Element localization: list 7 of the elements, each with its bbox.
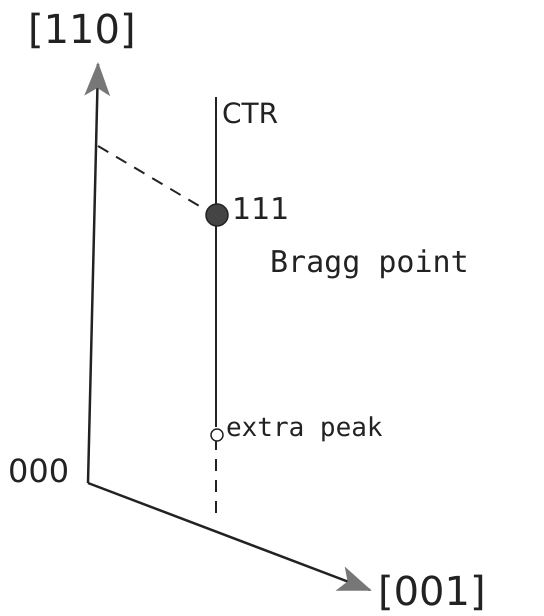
axis-label: [110] — [28, 10, 136, 50]
rod-label: CTR — [222, 100, 278, 128]
point-caption: extra peak — [226, 415, 383, 441]
point-caption: Bragg point — [270, 248, 469, 278]
origin-label: 000 — [8, 455, 70, 487]
axis-label: [001] — [378, 572, 486, 612]
point-label: 111 — [232, 195, 290, 225]
